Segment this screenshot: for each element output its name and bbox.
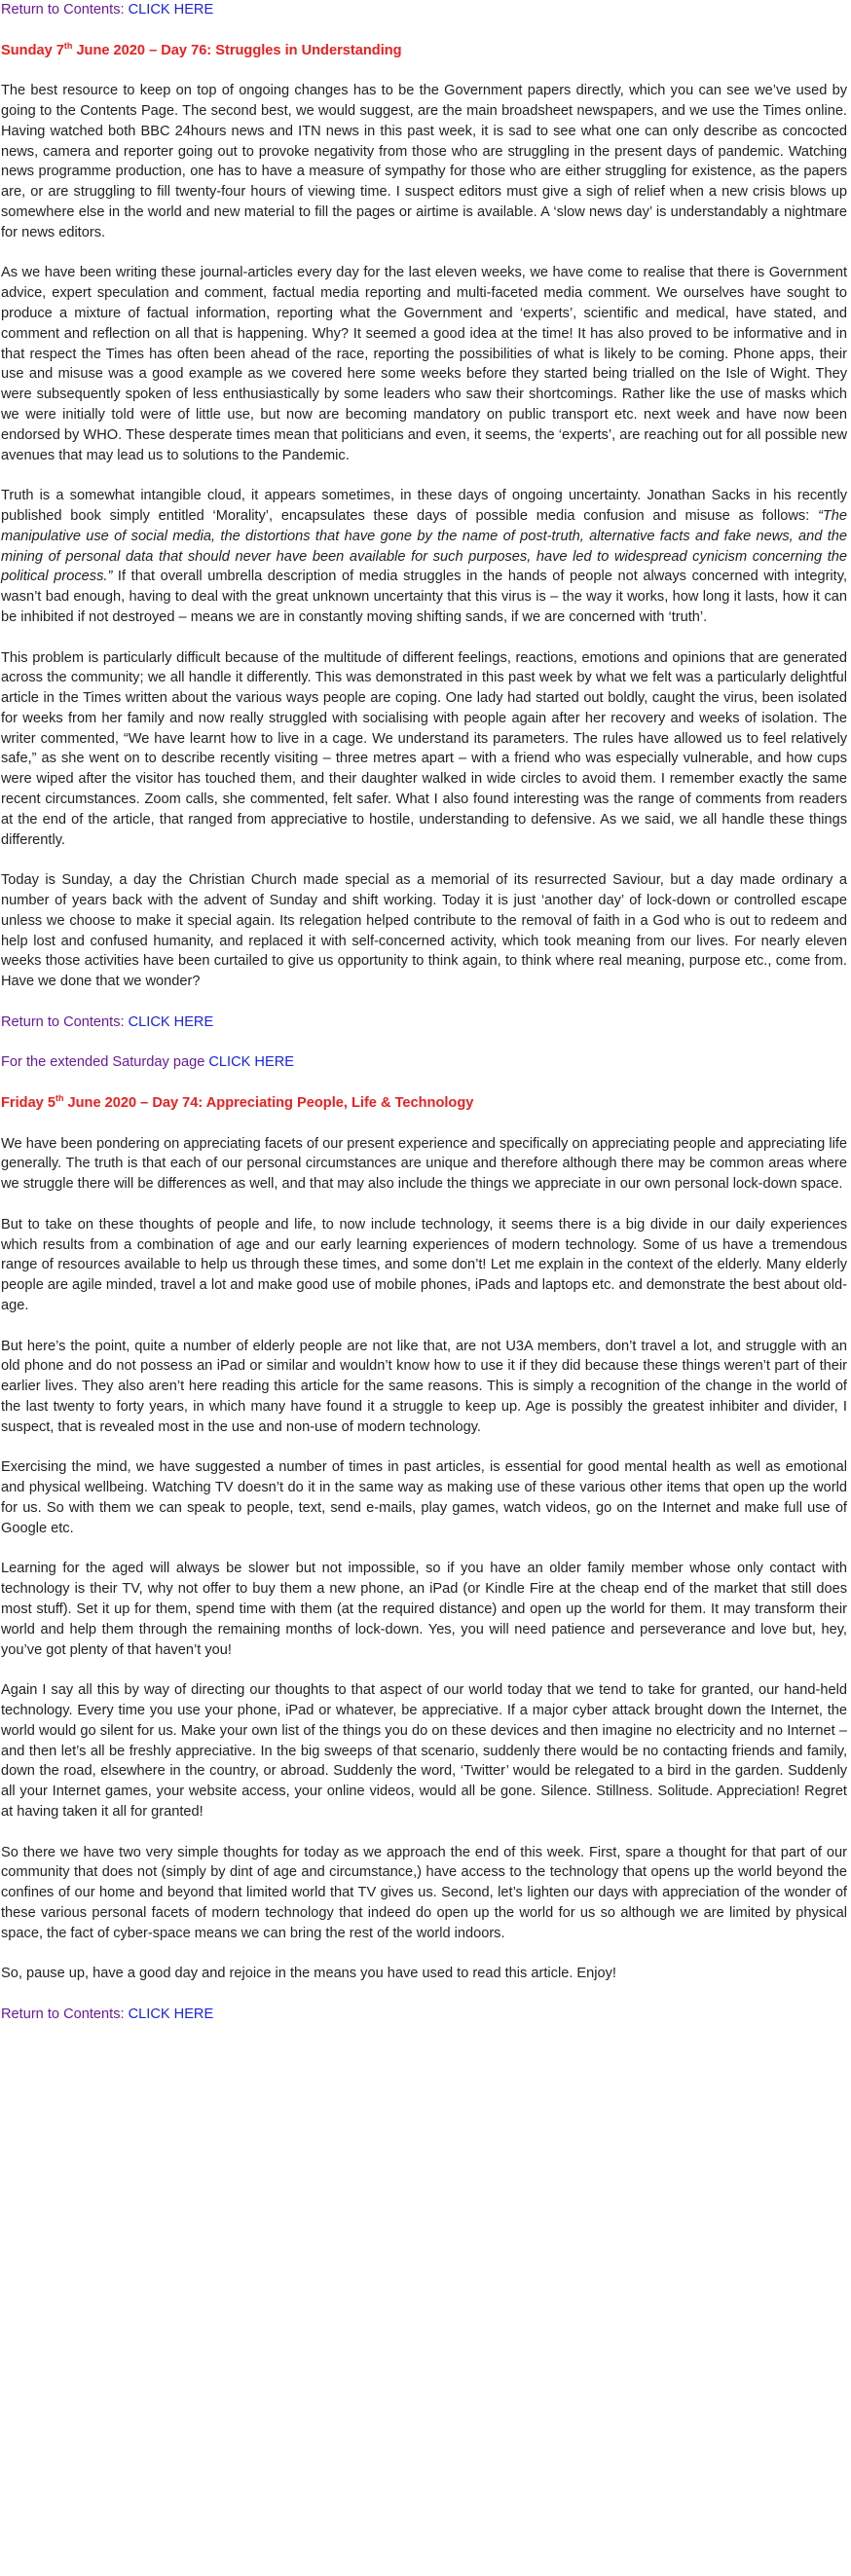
title-date: Friday 5 xyxy=(1,1095,56,1112)
title-ordinal: th xyxy=(63,40,73,51)
return-label: Return to Contents: xyxy=(1,2,125,18)
click-here-link[interactable]: CLICK HERE xyxy=(128,1013,214,1030)
paragraph: But here’s the point, quite a number of … xyxy=(1,1338,847,1435)
sacks-quote: “The manipulative use of social media, t… xyxy=(1,507,847,585)
return-label: Return to Contents: xyxy=(1,2006,125,2022)
paragraph: Learning for the aged will always be slo… xyxy=(1,1561,847,1658)
entry-title-day-74: Friday 5th June 2020 – Day 74: Appreciat… xyxy=(1,1093,847,1114)
return-label: Return to Contents: xyxy=(1,1013,125,1030)
return-to-contents-bottom: Return to Contents: CLICK HERE xyxy=(1,2005,847,2025)
click-here-link[interactable]: CLICK HERE xyxy=(128,2006,214,2022)
extended-saturday-link-line: For the extended Saturday page CLICK HER… xyxy=(1,1052,847,1073)
paragraph: This problem is particularly difficult b… xyxy=(1,649,847,848)
paragraph: As we have been writing these journal-ar… xyxy=(1,265,847,463)
paragraph-text: Truth is a somewhat intangible cloud, it… xyxy=(1,488,847,524)
paragraph: Today is Sunday, a day the Christian Chu… xyxy=(1,872,847,990)
title-date: Sunday 7 xyxy=(1,42,64,58)
title-text: June 2020 – Day 76: Struggles in Underst… xyxy=(72,42,402,58)
paragraph-text: If that overall umbrella description of … xyxy=(1,569,847,625)
paragraph: Again I say all this by way of directing… xyxy=(1,1682,847,1820)
title-ordinal: th xyxy=(55,1093,64,1104)
saturday-click-here-link[interactable]: CLICK HERE xyxy=(208,1054,294,1071)
paragraph: We have been pondering on appreciating f… xyxy=(1,1135,847,1193)
click-here-link[interactable]: CLICK HERE xyxy=(128,2,214,18)
paragraph: So there we have two very simple thought… xyxy=(1,1844,847,1941)
saturday-label: For the extended Saturday page xyxy=(1,1054,205,1071)
journal-page: Return to Contents: CLICK HERE Sunday 7t… xyxy=(1,0,847,2025)
title-text: June 2020 – Day 74: Appreciating People,… xyxy=(63,1095,474,1112)
return-to-contents-top: Return to Contents: CLICK HERE xyxy=(1,0,847,20)
paragraph: The best resource to keep on top of ongo… xyxy=(1,83,847,240)
return-to-contents-mid: Return to Contents: CLICK HERE xyxy=(1,1012,847,1033)
paragraph: So, pause up, have a good day and rejoic… xyxy=(1,1966,616,1982)
paragraph: Truth is a somewhat intangible cloud, it… xyxy=(1,486,847,628)
entry-title-day-76: Sunday 7th June 2020 – Day 76: Struggles… xyxy=(1,41,847,61)
paragraph: Exercising the mind, we have suggested a… xyxy=(1,1459,847,1536)
paragraph: But to take on these thoughts of people … xyxy=(1,1216,847,1313)
